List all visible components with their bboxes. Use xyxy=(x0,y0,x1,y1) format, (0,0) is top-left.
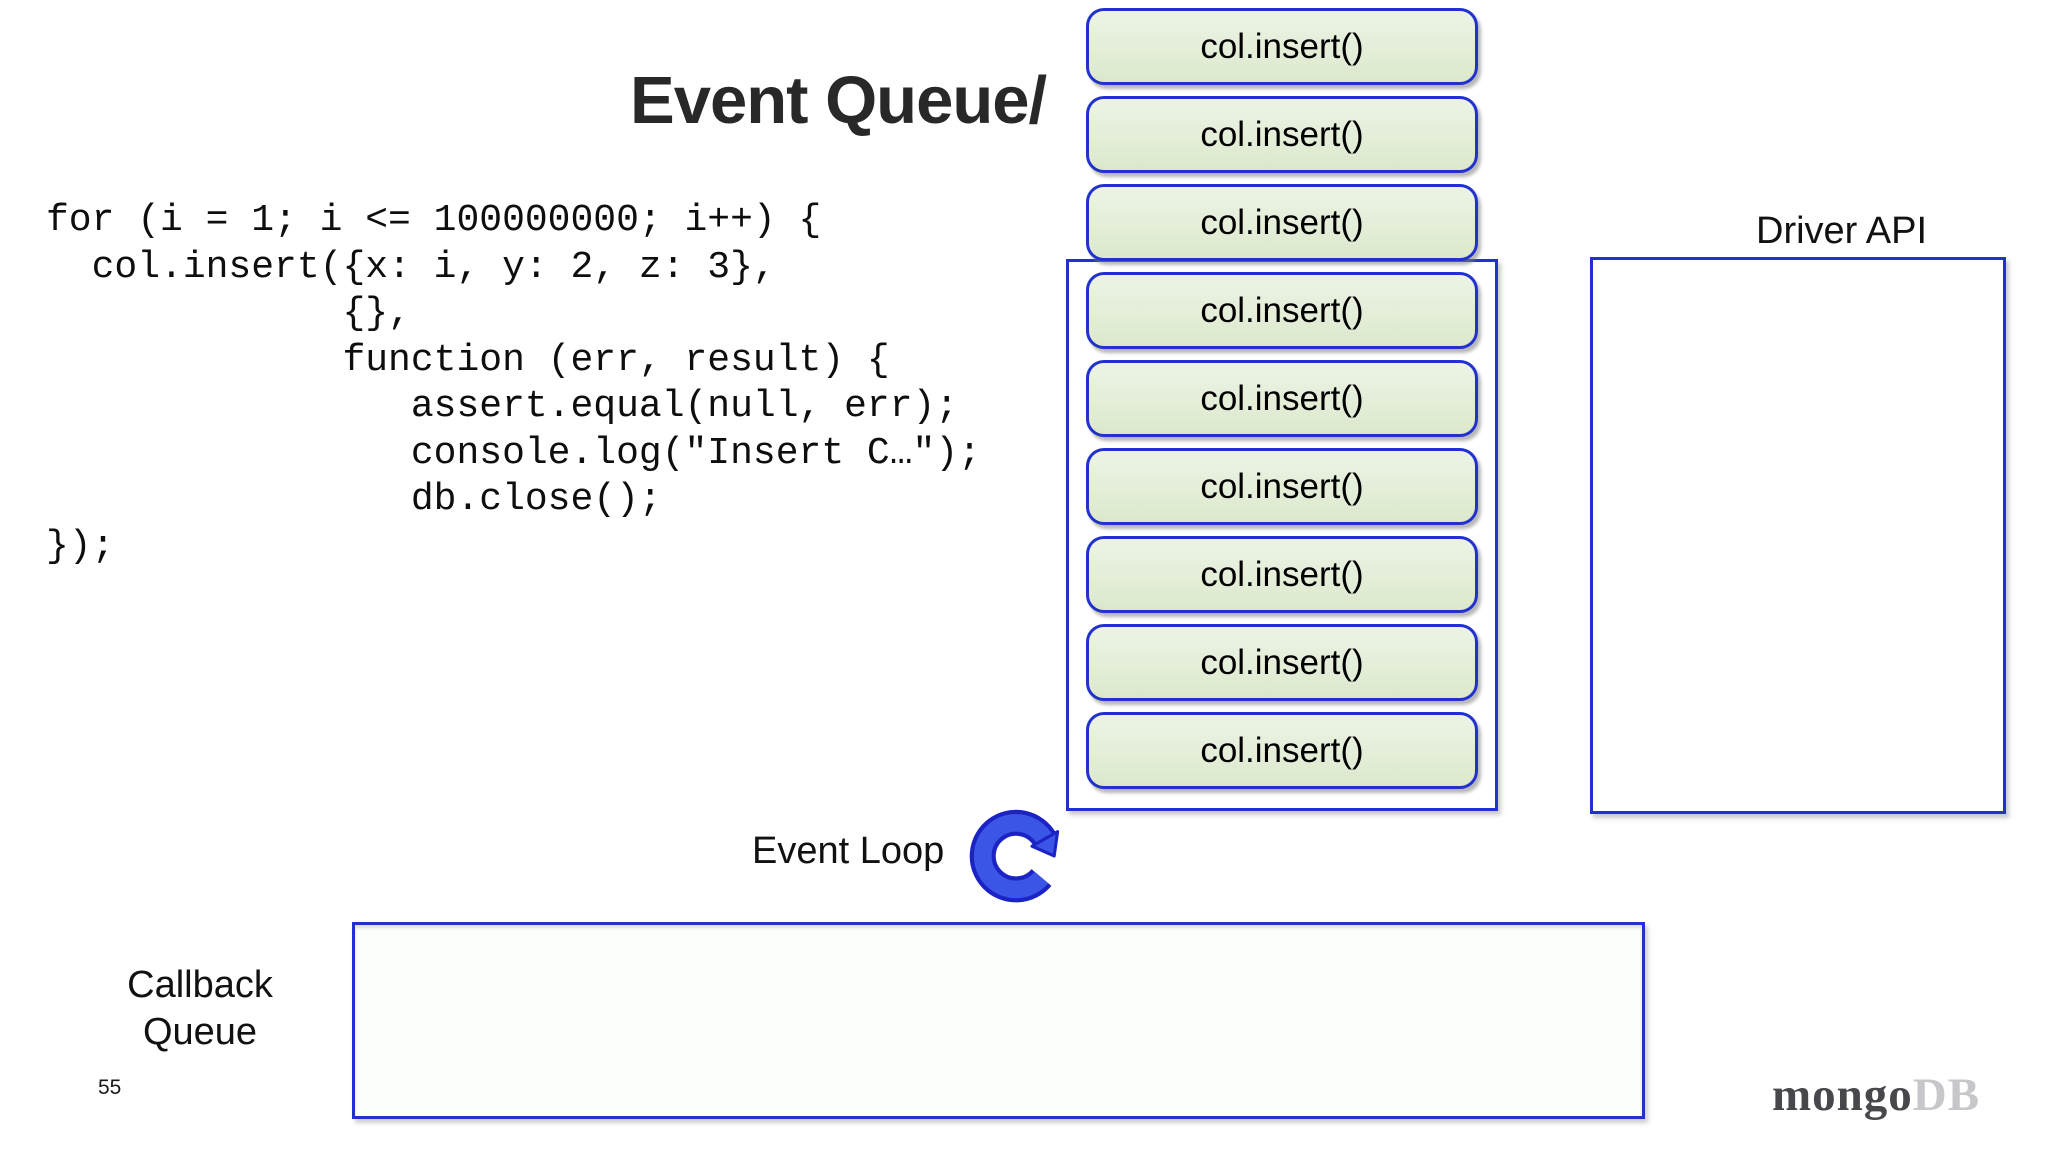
driver-api-label: Driver API xyxy=(1756,210,1928,252)
mongodb-logo-db: DB xyxy=(1912,1069,1981,1121)
queue-item-label: col.insert() xyxy=(1200,642,1364,682)
queue-item-label: col.insert() xyxy=(1200,202,1364,242)
queue-item: col.insert() xyxy=(1086,712,1478,789)
callback-queue-box xyxy=(352,922,1645,1119)
driver-api-box xyxy=(1590,257,2006,814)
circular-arrow-icon xyxy=(969,809,1060,903)
queue-item-label: col.insert() xyxy=(1200,466,1364,506)
queue-item: col.insert() xyxy=(1086,360,1478,437)
queue-item-label: col.insert() xyxy=(1200,730,1364,770)
queue-item-label: col.insert() xyxy=(1200,26,1364,66)
queue-item: col.insert() xyxy=(1086,8,1478,85)
mongodb-logo-mongo: mongo xyxy=(1772,1069,1913,1121)
queue-item: col.insert() xyxy=(1086,448,1478,525)
mongodb-logo: mongoDB xyxy=(1772,1068,1980,1122)
code-snippet: for (i = 1; i <= 100000000; i++) { col.i… xyxy=(46,199,981,568)
callback-queue-label: Callback Queue xyxy=(88,962,312,1056)
queue-item: col.insert() xyxy=(1086,624,1478,701)
event-loop-label: Event Loop xyxy=(752,830,945,872)
callback-queue-label-line1: Callback xyxy=(127,964,273,1006)
slide-title: Event Queue/ xyxy=(630,63,1047,138)
callback-queue-label-line2: Queue xyxy=(142,1011,258,1053)
queue-item: col.insert() xyxy=(1086,536,1478,613)
queue-item-label: col.insert() xyxy=(1200,378,1364,418)
queue-item: col.insert() xyxy=(1086,272,1478,349)
queue-item: col.insert() xyxy=(1086,184,1478,261)
page-number: 55 xyxy=(98,1076,122,1099)
queue-item: col.insert() xyxy=(1086,96,1478,173)
queue-item-label: col.insert() xyxy=(1200,114,1364,154)
queue-item-label: col.insert() xyxy=(1200,554,1364,594)
queue-item-label: col.insert() xyxy=(1200,290,1364,330)
